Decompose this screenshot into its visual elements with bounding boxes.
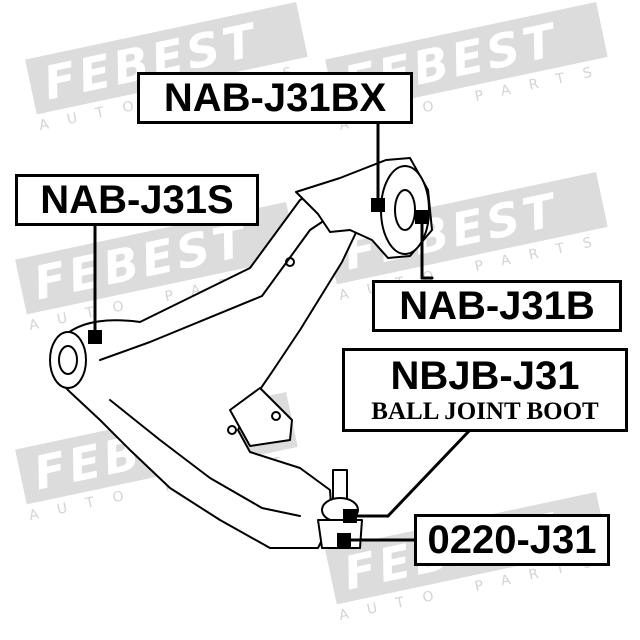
leader-marker bbox=[88, 330, 102, 344]
part-description: BALL JOINT BOOT bbox=[371, 398, 599, 425]
leader-marker bbox=[337, 533, 351, 547]
leader-marker bbox=[371, 198, 385, 212]
arm-inner-edge bbox=[229, 387, 293, 447]
arm-inner-edge bbox=[109, 399, 301, 517]
mount-hole bbox=[285, 257, 295, 267]
label-0220-j31: 0220-J31 bbox=[414, 514, 610, 566]
ball-joint-stud bbox=[332, 469, 348, 501]
mount-hole bbox=[227, 425, 237, 435]
mount-hole bbox=[271, 411, 281, 421]
part-number: NAB-J31B bbox=[399, 284, 595, 328]
rear-bushing-inner bbox=[58, 345, 78, 375]
label-nab-j31s: NAB-J31S bbox=[15, 174, 259, 226]
rear-bushing bbox=[49, 331, 87, 389]
label-nab-j31b: NAB-J31B bbox=[372, 280, 622, 332]
arm-inner-edge bbox=[99, 209, 341, 361]
label-nbjb-j31: NBJB-J31 BALL JOINT BOOT bbox=[342, 348, 628, 432]
label-nab-j31bx: NAB-J31BX bbox=[137, 72, 413, 124]
leader-marker bbox=[415, 210, 429, 224]
leader-marker bbox=[343, 509, 357, 523]
part-number: NBJB-J31 bbox=[390, 354, 580, 398]
part-number: NAB-J31BX bbox=[163, 76, 387, 120]
part-number: NAB-J31S bbox=[40, 178, 234, 222]
leader-nbjb-j31 bbox=[386, 428, 472, 518]
part-number: 0220-J31 bbox=[427, 518, 597, 562]
